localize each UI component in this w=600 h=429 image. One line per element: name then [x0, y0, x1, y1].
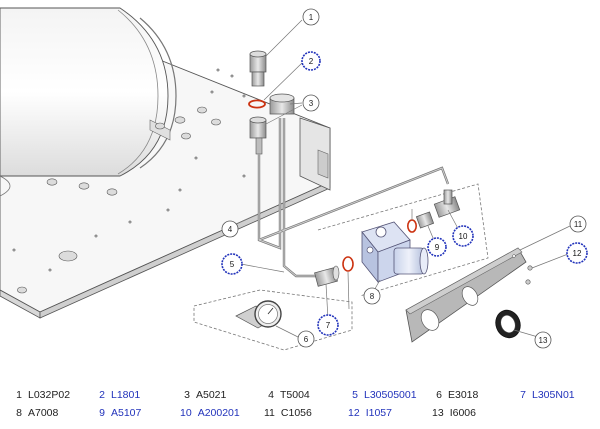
part-code: A7008: [28, 407, 59, 419]
leader-lines: [231, 19, 571, 338]
o-ring-top: [248, 99, 266, 109]
part-number: 13: [432, 407, 444, 419]
callout-number: 8: [370, 292, 375, 301]
part-code: A200201: [197, 407, 240, 419]
part-code: T5004: [280, 389, 310, 401]
legend-part-9[interactable]: 9 A5107: [95, 406, 141, 420]
legend-part-3[interactable]: 3 A5021: [180, 388, 226, 402]
legend-part-11[interactable]: 11 C1056: [264, 406, 312, 420]
part-number: 4: [268, 389, 274, 401]
callout-7[interactable]: 7: [317, 314, 339, 336]
assembly-outline: [193, 183, 489, 351]
part-code: A5107: [111, 407, 142, 419]
callout-12[interactable]: 12: [566, 242, 588, 264]
callout-circle: [569, 215, 587, 233]
part-code: A5021: [196, 389, 227, 401]
legend-part-2[interactable]: 2 L1801: [95, 388, 140, 402]
callout-circle: [302, 8, 320, 26]
callout-8[interactable]: 8: [363, 287, 381, 305]
callout-circle: [221, 220, 239, 238]
part-number: 12: [348, 407, 360, 419]
callout-circle: [363, 287, 381, 305]
part-number: 8: [16, 407, 22, 419]
callout-10[interactable]: 10: [452, 225, 474, 247]
callout-circle: [427, 237, 447, 257]
part-code: C1056: [280, 407, 312, 419]
part-number: 3: [184, 389, 190, 401]
callout-13[interactable]: 13: [534, 331, 552, 349]
part-number: 9: [99, 407, 105, 419]
o-ring-middle: [342, 256, 354, 272]
callout-5[interactable]: 5: [221, 253, 243, 275]
callout-9[interactable]: 9: [427, 237, 447, 257]
pressure-switch-fitting: [249, 50, 267, 87]
legend-row-1: 1 L032P02 2 L1801 3 A5021 4 T5004 5 L30505001 6 E30…: [0, 388, 600, 404]
callout-number: 5: [230, 260, 235, 269]
frame-bolts: [12, 68, 246, 294]
part-code: E3018: [448, 389, 479, 401]
legend-part-12[interactable]: 12 I1057: [348, 406, 392, 420]
callout-number: 7: [326, 321, 331, 330]
part-code: I6006: [449, 407, 476, 419]
parts-legend: 1 L032P02 2 L1801 3 A5021 4 T5004 5 L30505001 6 E30…: [0, 382, 600, 426]
callout-number: 13: [539, 336, 548, 345]
callout-circle: [452, 225, 474, 247]
callout-circle: [302, 94, 320, 112]
tee-fitting: [249, 93, 295, 155]
legend-part-4[interactable]: 4 T5004: [264, 388, 310, 402]
callout-number: 4: [228, 225, 233, 234]
grommet: [495, 309, 521, 339]
callout-number: 1: [309, 13, 314, 22]
air-tank: [0, 7, 177, 197]
mounting-plate: [405, 247, 527, 343]
part-number: 1: [16, 389, 22, 401]
legend-part-8[interactable]: 8 A7008: [12, 406, 58, 420]
part-number: 10: [180, 407, 192, 419]
legend-part-13[interactable]: 13 I6006: [432, 406, 476, 420]
callout-3[interactable]: 3: [302, 94, 320, 112]
callout-number: 10: [459, 232, 468, 241]
callout-circle: [221, 253, 243, 275]
callout-circle: [317, 314, 339, 336]
callout-number: 6: [304, 335, 309, 344]
callout-number: 9: [435, 243, 440, 252]
elbow-fitting: [415, 189, 461, 229]
pressure-gauge: [235, 300, 282, 329]
callout-6[interactable]: 6: [297, 330, 315, 348]
part-code: L032P02: [28, 389, 71, 401]
legend-row-2: 8 A7008 9 A5107 10 A200201 11 C1056 12 I1057 13 I60…: [0, 406, 600, 422]
o-ring-right: [406, 219, 417, 233]
legend-part-6[interactable]: 6 E3018: [432, 388, 478, 402]
callout-circle: [566, 242, 588, 264]
legend-part-7[interactable]: 7 L305N01: [516, 388, 575, 402]
part-number: 5: [352, 389, 358, 401]
part-number: 2: [99, 389, 105, 401]
part-number: 6: [436, 389, 442, 401]
legend-part-10[interactable]: 10 A200201: [180, 406, 240, 420]
callout-4[interactable]: 4: [221, 220, 239, 238]
callout-1[interactable]: 1: [302, 8, 320, 26]
part-number: 11: [264, 407, 275, 419]
callout-11[interactable]: 11: [569, 215, 587, 233]
callout-number: 12: [573, 249, 582, 258]
part-code: I1057: [365, 407, 392, 419]
callout-number: 2: [309, 57, 314, 66]
callout-circle: [297, 330, 315, 348]
legend-part-5[interactable]: 5 L30505001: [348, 388, 417, 402]
part-code: L1801: [111, 389, 141, 401]
part-code: L30505001: [364, 389, 417, 401]
callout-circle: [301, 51, 321, 71]
callout-number: 3: [309, 99, 314, 108]
callout-circle: [534, 331, 552, 349]
part-code: L305N01: [532, 389, 575, 401]
pressure-regulator: [361, 221, 429, 284]
screws: [525, 265, 533, 285]
part-number: 7: [520, 389, 526, 401]
connector-fitting: [314, 265, 340, 287]
callout-number: 11: [574, 220, 583, 229]
callout-2[interactable]: 2: [301, 51, 321, 71]
legend-part-1[interactable]: 1 L032P02: [12, 388, 70, 402]
